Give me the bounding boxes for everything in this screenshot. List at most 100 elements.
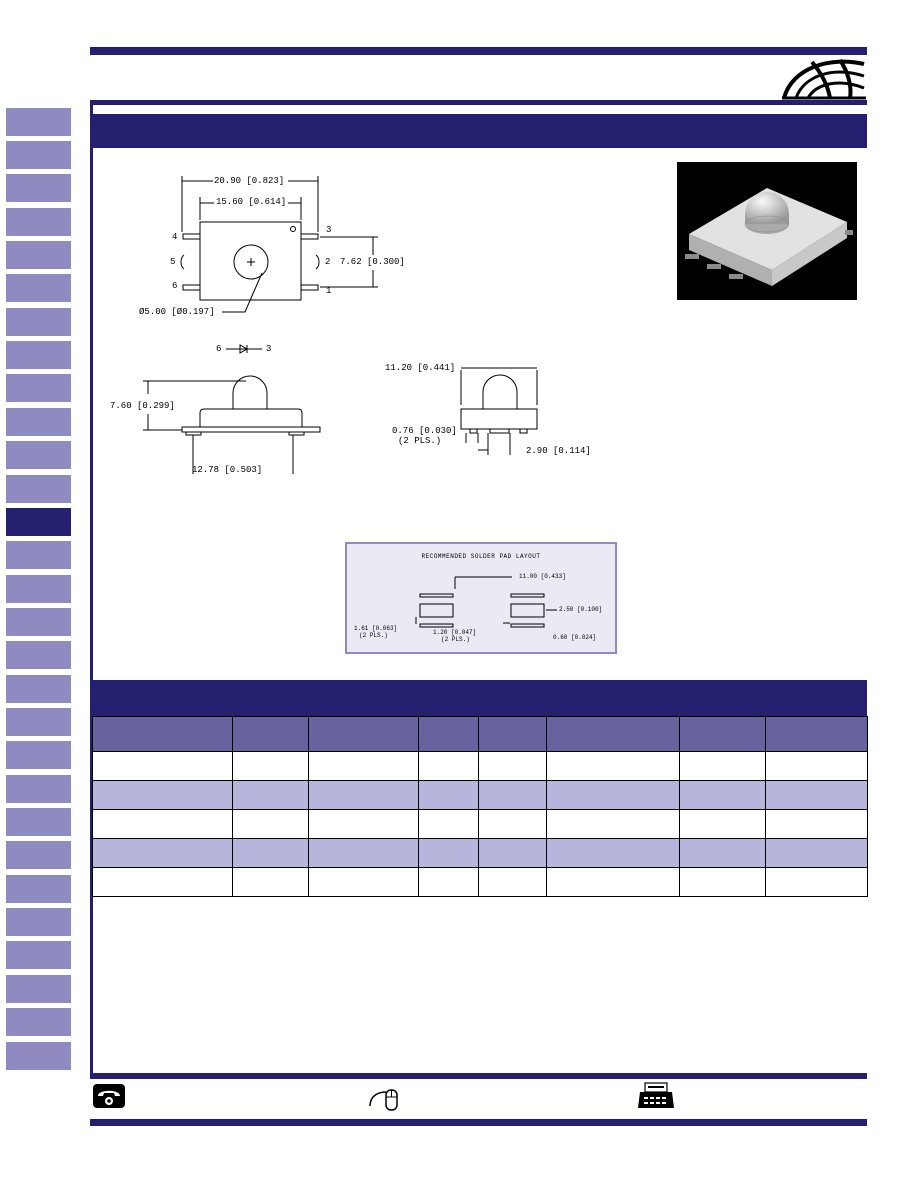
side-tab-29[interactable]: [6, 1042, 71, 1070]
dim-lead: 0.76 [0.030]: [392, 426, 457, 436]
side-tab-27[interactable]: [6, 975, 71, 1003]
header-cell: [765, 716, 868, 752]
side-tab-2[interactable]: [6, 141, 71, 169]
pin-label-3: 3: [326, 225, 332, 235]
side-tab-16[interactable]: [6, 608, 71, 636]
pin-label-4: 4: [172, 232, 178, 242]
pin-label-5: 5: [170, 257, 176, 267]
table-cell: [679, 809, 766, 839]
side-tab-19[interactable]: [6, 708, 71, 736]
table-cell: [765, 867, 868, 897]
side-tab-26[interactable]: [6, 941, 71, 969]
side-tab-11[interactable]: [6, 441, 71, 469]
side-tab-15[interactable]: [6, 575, 71, 603]
mouse-icon[interactable]: [366, 1082, 400, 1112]
table-cell: [418, 838, 479, 868]
dim-end-width: 11.20 [0.441]: [385, 363, 456, 373]
side-tab-3[interactable]: [6, 174, 71, 202]
table-row: [92, 780, 868, 810]
pad-dim-height: 2.50 [0.100]: [559, 606, 603, 613]
side-tab-23[interactable]: [6, 841, 71, 869]
pad-dim-side: 1.61 [0.063]: [354, 625, 398, 632]
side-tab-22[interactable]: [6, 808, 71, 836]
table-cell: [308, 838, 419, 868]
dim-height: 7.60 [0.299]: [110, 401, 175, 411]
table-cell: [418, 751, 479, 781]
table-cell: [232, 809, 309, 839]
side-tab-24[interactable]: [6, 875, 71, 903]
side-tab-21[interactable]: [6, 775, 71, 803]
header-cell: [679, 716, 766, 752]
pad-dim-width: 1.20 [0.047]: [433, 629, 477, 636]
solder-layout-title: RECOMMENDED SOLDER PAD LAYOUT: [421, 553, 541, 560]
table-cell: [679, 751, 766, 781]
table-cell: [232, 780, 309, 810]
side-tab-10[interactable]: [6, 408, 71, 436]
side-tab-17[interactable]: [6, 641, 71, 669]
table-cell: [232, 867, 309, 897]
table-cell: [92, 780, 233, 810]
table-row: [92, 867, 868, 897]
schematic-pin-left: 6: [216, 344, 222, 354]
side-tab-20[interactable]: [6, 741, 71, 769]
side-tab-14[interactable]: [6, 541, 71, 569]
header-cell: [478, 716, 547, 752]
header-cell: [546, 716, 680, 752]
pad-dim-span: 11.00 [0.433]: [519, 573, 566, 580]
side-tab-6[interactable]: [6, 274, 71, 302]
side-tab-5[interactable]: [6, 241, 71, 269]
side-tab-25[interactable]: [6, 908, 71, 936]
table-cell: [546, 780, 680, 810]
table-cell: [478, 867, 547, 897]
table-cell: [478, 809, 547, 839]
table-cell: [308, 867, 419, 897]
phone-icon[interactable]: [92, 1083, 126, 1109]
pin-label-1: 1: [326, 286, 332, 296]
table-cell: [765, 780, 868, 810]
side-tab-28[interactable]: [6, 1008, 71, 1036]
dim-pin-pitch: 7.62 [0.300]: [340, 257, 405, 267]
footer-rule-top: [90, 1073, 867, 1079]
dim-pad-span: 12.78 [0.503]: [192, 465, 263, 475]
side-tab-12[interactable]: [6, 475, 71, 503]
table-cell: [308, 809, 419, 839]
table-cell: [679, 780, 766, 810]
table-cell: [478, 780, 547, 810]
table-row: [92, 838, 868, 868]
table-cell: [418, 867, 479, 897]
table-cell: [546, 867, 680, 897]
table-row: [92, 809, 868, 839]
table-cell: [418, 780, 479, 810]
header-rule: [90, 100, 867, 105]
side-tab-8[interactable]: [6, 341, 71, 369]
table-cell: [232, 751, 309, 781]
table-cell: [418, 809, 479, 839]
header-cell: [232, 716, 309, 752]
frame-left-rule: [90, 105, 93, 1075]
table-cell: [308, 751, 419, 781]
table-cell: [232, 838, 309, 868]
side-tab-9[interactable]: [6, 374, 71, 402]
table-cell: [765, 809, 868, 839]
side-tab-1[interactable]: [6, 108, 71, 136]
pin-label-2: 2: [325, 257, 331, 267]
side-tab-7[interactable]: [6, 308, 71, 336]
table-cell: [92, 838, 233, 868]
header-cell: [308, 716, 419, 752]
dim-lens-diameter: Ø5.00 [Ø0.197]: [139, 307, 215, 317]
side-tab-18[interactable]: [6, 675, 71, 703]
table-cell: [478, 838, 547, 868]
side-tab-4[interactable]: [6, 208, 71, 236]
fax-icon[interactable]: [636, 1082, 676, 1110]
dim-lead-spacing: 2.90 [0.114]: [526, 446, 591, 456]
pin-label-6: 6: [172, 281, 178, 291]
title-band: [92, 114, 867, 148]
table-cell: [92, 809, 233, 839]
table-cell: [92, 751, 233, 781]
schematic-pin-right: 3: [266, 344, 272, 354]
table-title-band: [92, 680, 867, 716]
table-cell: [679, 867, 766, 897]
header-cell: [92, 716, 233, 752]
side-tab-13-active[interactable]: [6, 508, 71, 536]
table-row: [92, 751, 868, 781]
